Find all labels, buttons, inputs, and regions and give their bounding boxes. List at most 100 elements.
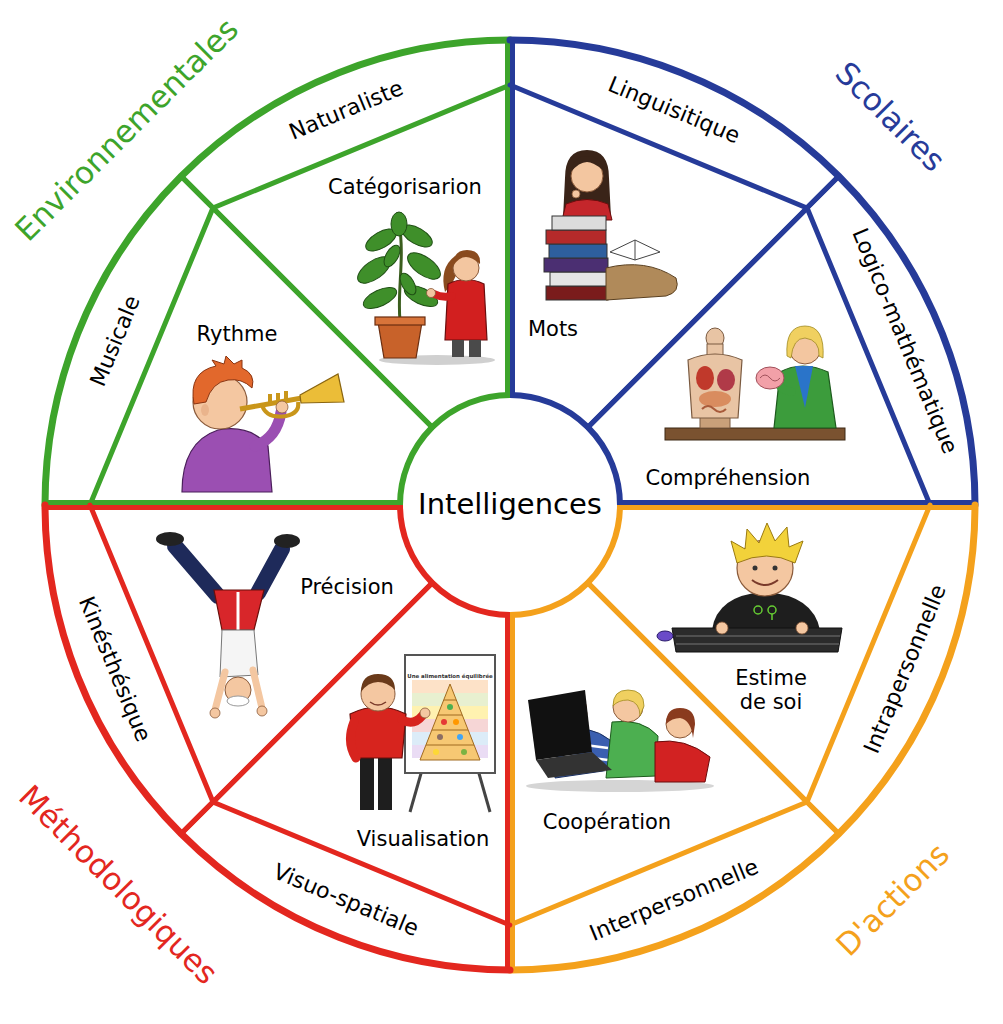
category-sector: MéthodologiquesVisuo-spatialeVisualisati… bbox=[4, 505, 510, 1020]
breakdancer-illustration-part bbox=[156, 532, 184, 546]
outline-group bbox=[45, 40, 510, 505]
keyword-sector-outline bbox=[582, 202, 936, 511]
intelligence-band: Linguisitique bbox=[504, 34, 845, 214]
reading-girl-illustration-part-part bbox=[546, 286, 608, 300]
computer-boy-illustration-part-part bbox=[676, 644, 839, 645]
teacher-poster-illustration-part bbox=[437, 734, 443, 740]
breakdancer-illustration bbox=[156, 532, 300, 718]
plant-and-girl-illustration-part-part bbox=[381, 243, 403, 270]
plant-and-girl-illustration-part bbox=[427, 289, 436, 298]
intelligence-band: Logico-mathématique bbox=[801, 170, 981, 511]
category-sector: EnvironnementalesNaturalisteCatégorisari… bbox=[4, 4, 510, 505]
reading-girl-illustration-part-part bbox=[549, 244, 607, 258]
trumpet-player-illustration-part bbox=[182, 429, 272, 492]
reading-girl-illustration-part bbox=[572, 190, 580, 198]
plant-and-girl-illustration-part bbox=[399, 222, 401, 320]
trumpet-player-illustration-part bbox=[262, 402, 298, 417]
teacher-poster-illustration-part bbox=[461, 749, 467, 755]
children-laptop-illustration-part bbox=[606, 721, 658, 778]
computer-boy-illustration-part bbox=[752, 580, 778, 585]
teacher-poster-illustration-part-part bbox=[432, 730, 468, 731]
plant-and-girl-illustration-part bbox=[445, 280, 487, 341]
reading-girl-illustration-part bbox=[606, 265, 677, 300]
keyword-sector-outline bbox=[504, 577, 813, 931]
children-laptop-illustration-part bbox=[655, 741, 710, 782]
keyword-sector: Estime de soi bbox=[582, 499, 936, 808]
computer-boy-illustration-part bbox=[754, 606, 762, 614]
wheel-line bbox=[45, 40, 510, 505]
keyword-sector: Coopération bbox=[504, 577, 813, 931]
plant-and-girl-illustration-part bbox=[452, 340, 464, 357]
intelligence-band: Intrapersonnelle bbox=[801, 499, 981, 840]
keyword-label: Rythme bbox=[197, 322, 278, 346]
anatomy-model-illustration-part bbox=[717, 369, 735, 391]
intelligence-name: Visuo-spatiale bbox=[270, 859, 423, 942]
wheel-line bbox=[181, 802, 213, 834]
breakdancer-illustration-part bbox=[258, 549, 282, 593]
trumpet-player-illustration bbox=[182, 356, 344, 492]
plant-and-girl-illustration-part-part bbox=[397, 271, 419, 298]
keyword-label: Estime de soi bbox=[725, 666, 817, 714]
wheel-line bbox=[510, 505, 975, 970]
teacher-poster-illustration-part bbox=[370, 702, 386, 705]
computer-boy-illustration-part bbox=[796, 622, 808, 634]
computer-boy-illustration-part bbox=[771, 614, 773, 620]
category-label: D'actions bbox=[829, 836, 956, 963]
wheel-line bbox=[510, 615, 515, 970]
children-laptop-illustration bbox=[526, 690, 714, 792]
teacher-poster-illustration-part bbox=[361, 674, 395, 692]
trumpet-player-illustration-part bbox=[268, 394, 272, 403]
keyword-sector: Précision bbox=[84, 499, 438, 808]
keyword-sector: Catégorisarion bbox=[207, 79, 516, 433]
plant-and-girl-illustration bbox=[353, 212, 495, 365]
reading-girl-illustration-part-part bbox=[552, 216, 606, 230]
breakdancer-illustration-part bbox=[274, 534, 300, 548]
anatomy-model-illustration-part bbox=[696, 366, 714, 390]
teacher-poster-illustration-part bbox=[410, 770, 422, 812]
plant-and-girl-illustration-part-part bbox=[360, 283, 399, 313]
breakdancer-illustration-part bbox=[227, 696, 249, 706]
trumpet-player-illustration-part bbox=[276, 393, 280, 402]
computer-boy-illustration-part-part bbox=[676, 636, 840, 637]
trumpet-player-illustration-part bbox=[193, 356, 253, 404]
teacher-poster-illustration-part bbox=[402, 716, 422, 722]
breakdancer-illustration-part bbox=[253, 670, 262, 708]
keyword-sector: Mots bbox=[504, 79, 813, 433]
teacher-poster-illustration-part bbox=[426, 700, 474, 745]
wheel-line bbox=[213, 583, 432, 802]
category-sector: ScolairesLinguisitiqueMotsLogico-mathéma… bbox=[510, 4, 999, 505]
teacher-poster-illustration-part bbox=[420, 708, 430, 718]
category-label: Scolaires bbox=[828, 55, 952, 179]
teacher-poster-illustration-part bbox=[360, 752, 374, 810]
category-label: Méthodologiques bbox=[11, 778, 224, 991]
anatomy-model-illustration-part bbox=[760, 375, 780, 381]
category-sector-outline bbox=[510, 4, 999, 505]
reading-girl-illustration-part bbox=[610, 240, 660, 260]
reading-girl-illustration-part-part bbox=[546, 230, 606, 244]
wheel-line bbox=[213, 208, 432, 427]
wheel-line bbox=[807, 802, 839, 834]
reading-girl-illustration-part-part bbox=[550, 272, 608, 286]
wheel-line bbox=[807, 176, 839, 208]
trumpet-player-illustration-part bbox=[300, 374, 344, 403]
children-laptop-illustration-part bbox=[528, 690, 592, 760]
outline-group bbox=[510, 505, 975, 970]
wheel-line bbox=[510, 40, 515, 395]
reading-girl-illustration-part bbox=[635, 240, 636, 260]
reading-girl-illustration bbox=[544, 150, 677, 300]
anatomy-model-illustration-part bbox=[795, 366, 813, 408]
wheel-line bbox=[505, 615, 510, 970]
wheel-line bbox=[588, 208, 807, 427]
anatomy-model-illustration-part bbox=[665, 428, 845, 440]
anatomy-model-illustration-part bbox=[699, 391, 731, 407]
wheel-line bbox=[213, 583, 432, 802]
outline-group bbox=[213, 583, 432, 802]
teacher-poster-illustration-part bbox=[478, 770, 490, 812]
outline-group bbox=[588, 208, 807, 427]
teacher-poster-illustration-part-part bbox=[426, 745, 474, 746]
category-sector: D'actionsIntrapersonnelleEstime de soiIn… bbox=[510, 505, 999, 1020]
keyword-label: Compréhension bbox=[646, 466, 811, 490]
wheel-line bbox=[181, 176, 213, 208]
wheel-line bbox=[588, 208, 807, 427]
